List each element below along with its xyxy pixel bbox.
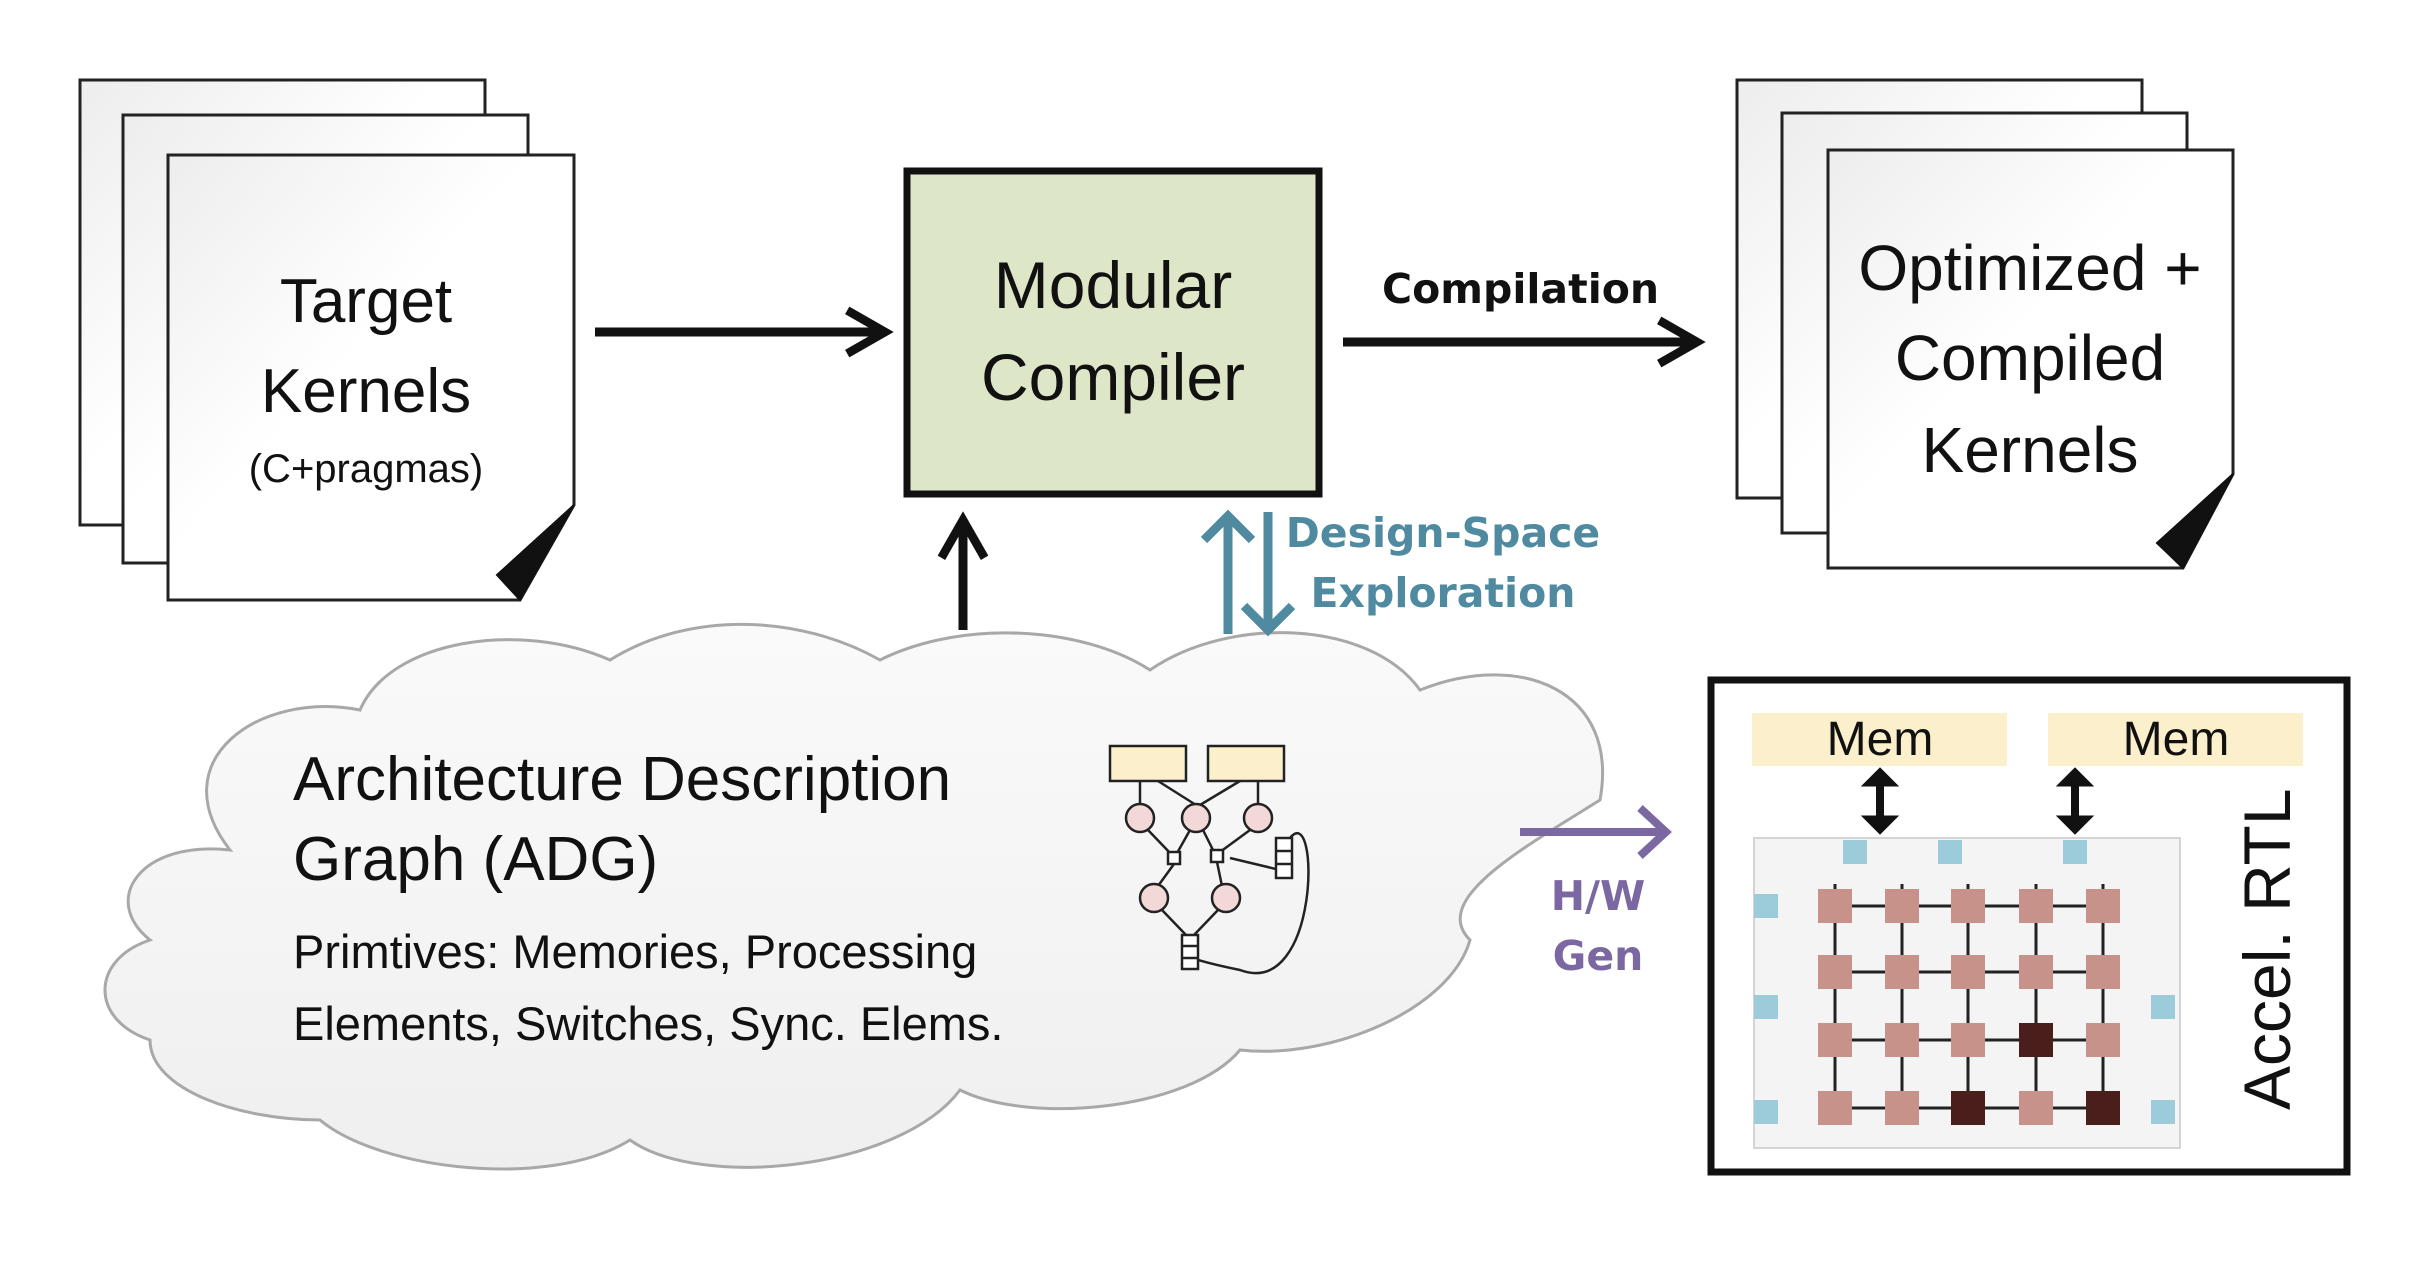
compiled-kernels-title-3: Kernels	[1922, 414, 2139, 486]
compiler-rect	[903, 167, 1323, 498]
pe	[1885, 1023, 1919, 1057]
pe	[1951, 1023, 1985, 1057]
io-port	[1843, 840, 1867, 864]
pe	[1818, 1023, 1852, 1057]
hwgen-label-1: H/W	[1551, 872, 1646, 920]
cloud-shape	[103, 622, 1604, 1171]
adg-body-2: Elements, Switches, Sync. Elems.	[293, 997, 1003, 1050]
io-port	[2151, 1100, 2175, 1124]
modular-compiler-box: Modular Compiler	[903, 167, 1323, 498]
dse-label-2: Exploration	[1311, 569, 1576, 617]
pe-grid	[1754, 840, 2175, 1125]
pe	[1885, 889, 1919, 923]
mem-right-box	[2048, 713, 2303, 766]
pe-active	[2019, 1023, 2053, 1057]
io-port	[2063, 840, 2087, 864]
pe	[1885, 955, 1919, 989]
page-curl-icon	[495, 504, 575, 602]
adg-graph-icon	[1108, 744, 1310, 975]
pe	[1818, 1091, 1852, 1125]
pe	[1818, 889, 1852, 923]
pe	[2086, 955, 2120, 989]
pe	[2019, 955, 2053, 989]
pe	[2019, 1091, 2053, 1125]
target-kernels-title-2: Kernels	[261, 357, 471, 426]
pe-active	[2086, 1091, 2120, 1125]
io-port	[2151, 995, 2175, 1019]
io-port	[1754, 995, 1778, 1019]
pe	[2086, 1023, 2120, 1057]
target-kernels-title-1: Target	[280, 267, 452, 336]
pe	[1951, 955, 1985, 989]
pe	[1951, 889, 1985, 923]
pe-active	[1951, 1091, 1985, 1125]
compiler-label-2: Compiler	[981, 340, 1245, 414]
out-page-curl-icon	[2155, 473, 2234, 570]
mem-bus-arrows	[1860, 767, 2095, 835]
compiled-kernels-title-2: Compiled	[1895, 322, 2165, 394]
dse-label-1: Design-Space	[1286, 509, 1601, 557]
hwgen-label-2: Gen	[1553, 932, 1644, 980]
target-kernels-subtitle: (C+pragmas)	[249, 447, 484, 491]
io-port	[1938, 840, 1962, 864]
mem-right-label: Mem	[2123, 713, 2230, 766]
adg-body-1: Primtives: Memories, Processing	[293, 925, 977, 978]
compilation-label: Compilation	[1382, 265, 1659, 313]
pe	[2019, 889, 2053, 923]
arrow-hw-gen-head	[1637, 805, 1672, 859]
dse-arrows	[1200, 509, 1296, 637]
pe	[1885, 1091, 1919, 1125]
pe	[1818, 955, 1852, 989]
mem-left-label: Mem	[1827, 713, 1934, 766]
adg-cloud: Architecture Description Graph (ADG) Pri…	[103, 622, 1604, 1171]
pe	[2086, 889, 2120, 923]
accel-rtl-label: Accel. RTL	[2230, 788, 2304, 1110]
compiler-label-1: Modular	[994, 248, 1232, 322]
accel-rtl-box: Mem Mem Accel. RTL	[1707, 676, 2351, 1176]
io-port	[1754, 1100, 1778, 1124]
mem-left-box	[1752, 713, 2007, 766]
target-kernels-stack: Target Kernels (C+pragmas)	[78, 78, 576, 602]
compiled-kernels-stack: Optimized + Compiled Kernels	[1735, 78, 2235, 570]
adg-title-1: Architecture Description	[293, 745, 951, 814]
compiled-kernels-title-1: Optimized +	[1858, 232, 2201, 304]
io-port	[1754, 894, 1778, 918]
adg-title-2: Graph (ADG)	[293, 825, 658, 894]
